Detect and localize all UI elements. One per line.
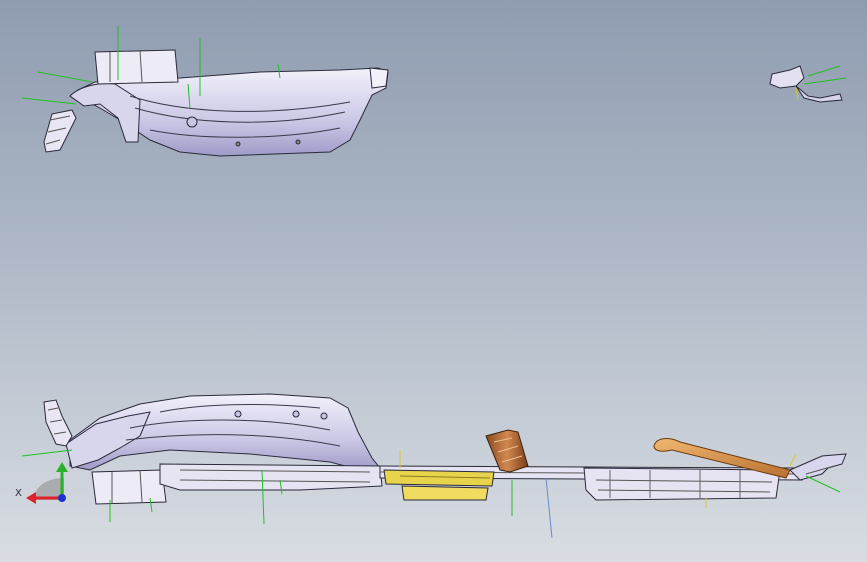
x-axis-label: X: [15, 488, 22, 499]
cad-part-connector[interactable]: [789, 453, 847, 481]
construction-lines-bracket: [795, 65, 847, 101]
cad-part-orange[interactable]: [485, 429, 529, 473]
cad-part-bracket[interactable]: [769, 65, 843, 103]
z-axis-icon: [58, 494, 66, 502]
cad-part-yellow[interactable]: [383, 469, 495, 501]
construction-lines-top: [21, 26, 281, 109]
cad-part-top-view[interactable]: [43, 49, 389, 157]
cad-part-rod[interactable]: [653, 438, 791, 479]
axis-triad: [26, 462, 68, 504]
construction-lines-side: [21, 449, 841, 539]
